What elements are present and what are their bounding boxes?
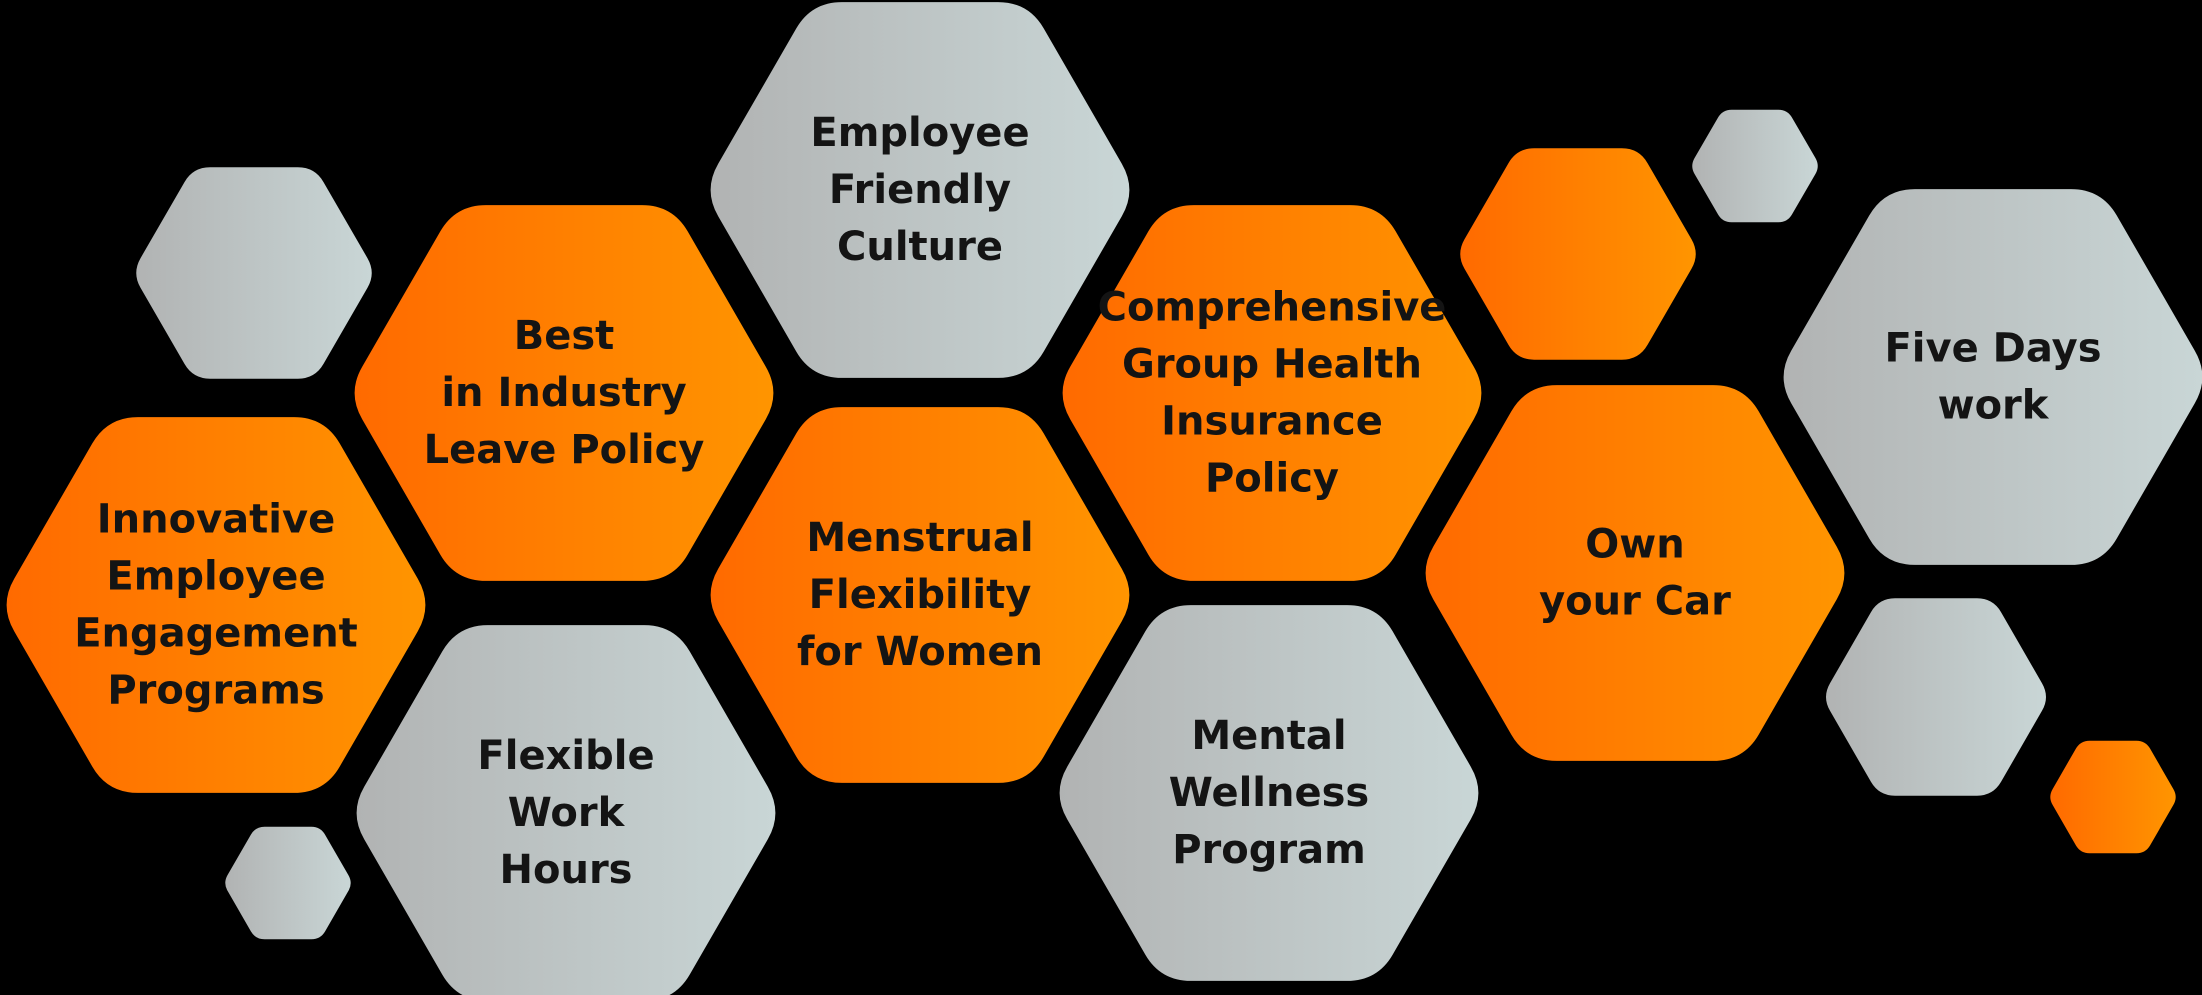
hexagon-innovative-employee-engagement-programs [6, 417, 426, 793]
decor-hexagon-right-middle-gray [1826, 598, 2046, 796]
hexagon-best-in-industry-leave-policy [354, 205, 774, 581]
label-line: Engagement [74, 611, 358, 657]
label-line: Flexibility [809, 572, 1032, 618]
label-line: Own [1585, 522, 1684, 568]
hexagon-employee-friendly-culture [710, 2, 1130, 378]
hexagon-comprehensive-group-health-insurance-policy [1062, 205, 1482, 581]
hexagon-mental-wellness-program [1059, 605, 1479, 981]
hexagon-own-your-car [1425, 385, 1845, 761]
decor-hexagon-top-right-orange [1460, 148, 1696, 360]
label-line: Culture [837, 224, 1003, 270]
decor-hexagon-bottom-right-orange [2050, 740, 2176, 854]
label-line: for Women [797, 629, 1043, 675]
label-line: Mental [1191, 713, 1346, 759]
decor-hexagon-top-right-tiny [1692, 109, 1818, 223]
label-line: Program [1172, 827, 1366, 873]
label-line: Friendly [829, 167, 1011, 213]
label-line: Comprehensive [1098, 285, 1447, 331]
hexagon-five-days-work [1783, 189, 2202, 565]
hexagon-label-own-your-car: Own your Car [1539, 522, 1731, 625]
label-line: Employee [106, 554, 325, 600]
label-line: Menstrual [806, 515, 1033, 561]
label-line: Work [508, 790, 626, 836]
label-line: Leave Policy [424, 427, 705, 473]
label-line: Flexible [477, 733, 654, 779]
label-line: work [1938, 383, 2050, 429]
decor-hexagon-bottom-left-tiny [225, 826, 351, 940]
label-line: Five Days [1884, 326, 2101, 372]
label-line: Wellness [1169, 770, 1369, 816]
label-line: Policy [1205, 456, 1339, 502]
label-line: Best [514, 313, 615, 359]
label-line: Innovative [97, 497, 335, 543]
label-line: Employee [810, 110, 1029, 156]
hexagon-menstrual-flexibility-for-women [710, 407, 1130, 783]
label-line: in Industry [441, 370, 686, 416]
label-line: Programs [107, 668, 324, 714]
label-line: Hours [500, 847, 633, 893]
label-line: your Car [1539, 579, 1731, 625]
hexagon-flexible-work-hours [356, 625, 776, 995]
label-line: Insurance [1161, 399, 1383, 445]
decor-hexagon-left-top-small [136, 167, 372, 379]
hexagon-label-five-days-work: Five Days work [1884, 326, 2101, 429]
label-line: Group Health [1122, 342, 1422, 388]
